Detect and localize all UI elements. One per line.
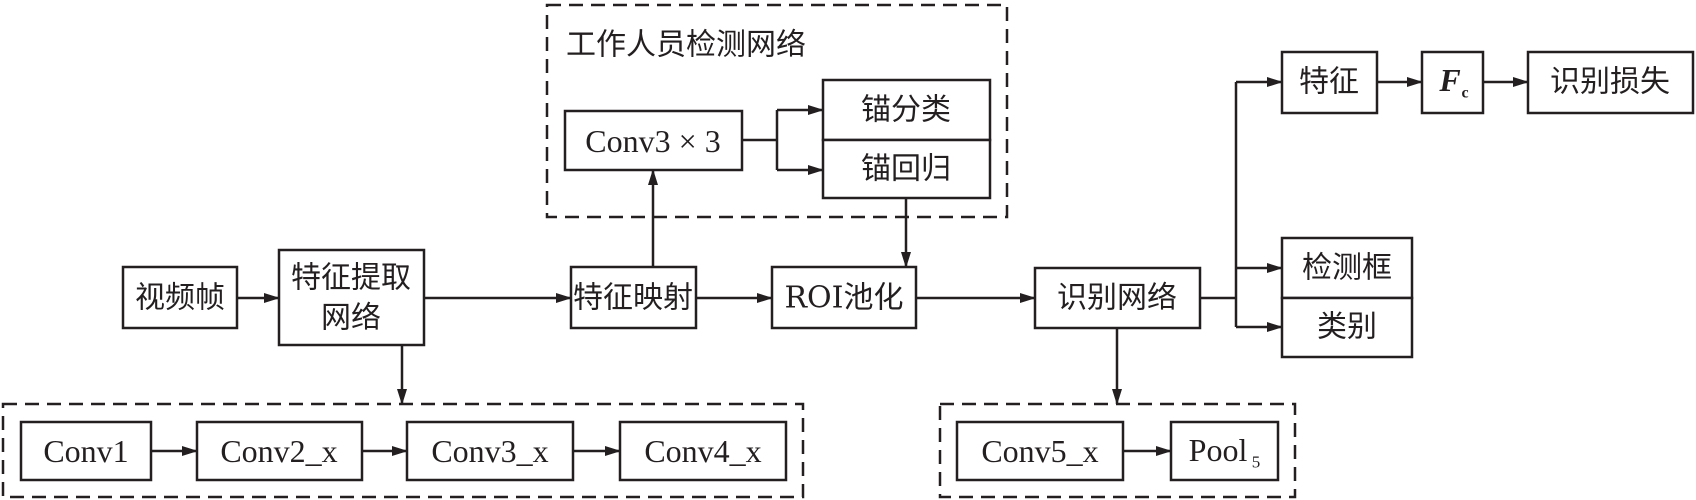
conv3x3-label: Conv3 × 3: [585, 123, 720, 159]
connectors: [151, 77, 1529, 456]
anchor-regression-label: 锚回归: [861, 152, 951, 187]
feature-extraction-label-line1: 特征提取: [291, 261, 411, 296]
conv1-label: Conv1: [43, 433, 128, 469]
node-conv4-x: Conv4_x: [618, 420, 788, 482]
recognition-loss-label: 识别损失: [1550, 65, 1670, 100]
node-feature-map: 特征映射: [569, 265, 698, 330]
recognition-network-label: 识别网络: [1057, 281, 1177, 316]
feature-label: 特征: [1299, 65, 1359, 100]
node-detection-box: [1280, 236, 1414, 300]
node-anchor-classification: [821, 78, 992, 142]
node-video-frame: 视频帧: [121, 265, 239, 330]
pool5-label-subscript: 5: [1252, 453, 1261, 472]
node-recognition-loss: 识别损失: [1526, 50, 1695, 115]
fc-label-main: F: [1438, 62, 1460, 98]
detection-network-boundary: [545, 3, 1009, 219]
group-detection-network: 工作人员检测网络: [545, 3, 1009, 219]
node-feature-extraction-network: 特征提取 网络: [277, 248, 426, 347]
node-output-stack: 检测框 类别: [1280, 236, 1414, 359]
roi-pooling-label: ROI池化: [784, 281, 903, 316]
node-conv2-x: Conv2_x: [195, 420, 364, 482]
node-conv3-x: Conv3_x: [405, 420, 575, 482]
feature-extraction-label-line2: 网络: [321, 301, 381, 336]
node-conv1: Conv1: [19, 420, 153, 482]
conv2-x-label: Conv2_x: [220, 433, 337, 469]
detection-network-title: 工作人员检测网络: [566, 28, 806, 63]
conv3-x-label: Conv3_x: [431, 433, 548, 469]
anchor-classification-label: 锚分类: [861, 93, 951, 128]
node-recognition-network: 识别网络: [1033, 266, 1202, 330]
feature-map-label: 特征映射: [573, 281, 693, 316]
conv4-x-label: Conv4_x: [644, 433, 761, 469]
node-pool5: Pool 5: [1169, 420, 1280, 482]
node-category: [1280, 296, 1414, 359]
node-anchor-stack: 锚分类 锚回归: [821, 78, 992, 200]
node-conv3x3: Conv3 × 3: [563, 109, 744, 172]
pool5-label-main: Pool: [1189, 432, 1248, 468]
category-label: 类别: [1317, 310, 1377, 345]
video-frame-label: 视频帧: [135, 281, 225, 316]
conv5-x-label: Conv5_x: [981, 433, 1098, 469]
fc-label-subscript: c: [1461, 85, 1468, 102]
node-conv5-x: Conv5_x: [955, 420, 1125, 482]
detection-box-label: 检测框: [1302, 251, 1392, 286]
node-fc: F c: [1420, 50, 1485, 115]
node-roi-pooling: ROI池化: [770, 265, 918, 330]
node-feature: 特征: [1280, 50, 1379, 115]
node-anchor-regression: [821, 138, 992, 200]
